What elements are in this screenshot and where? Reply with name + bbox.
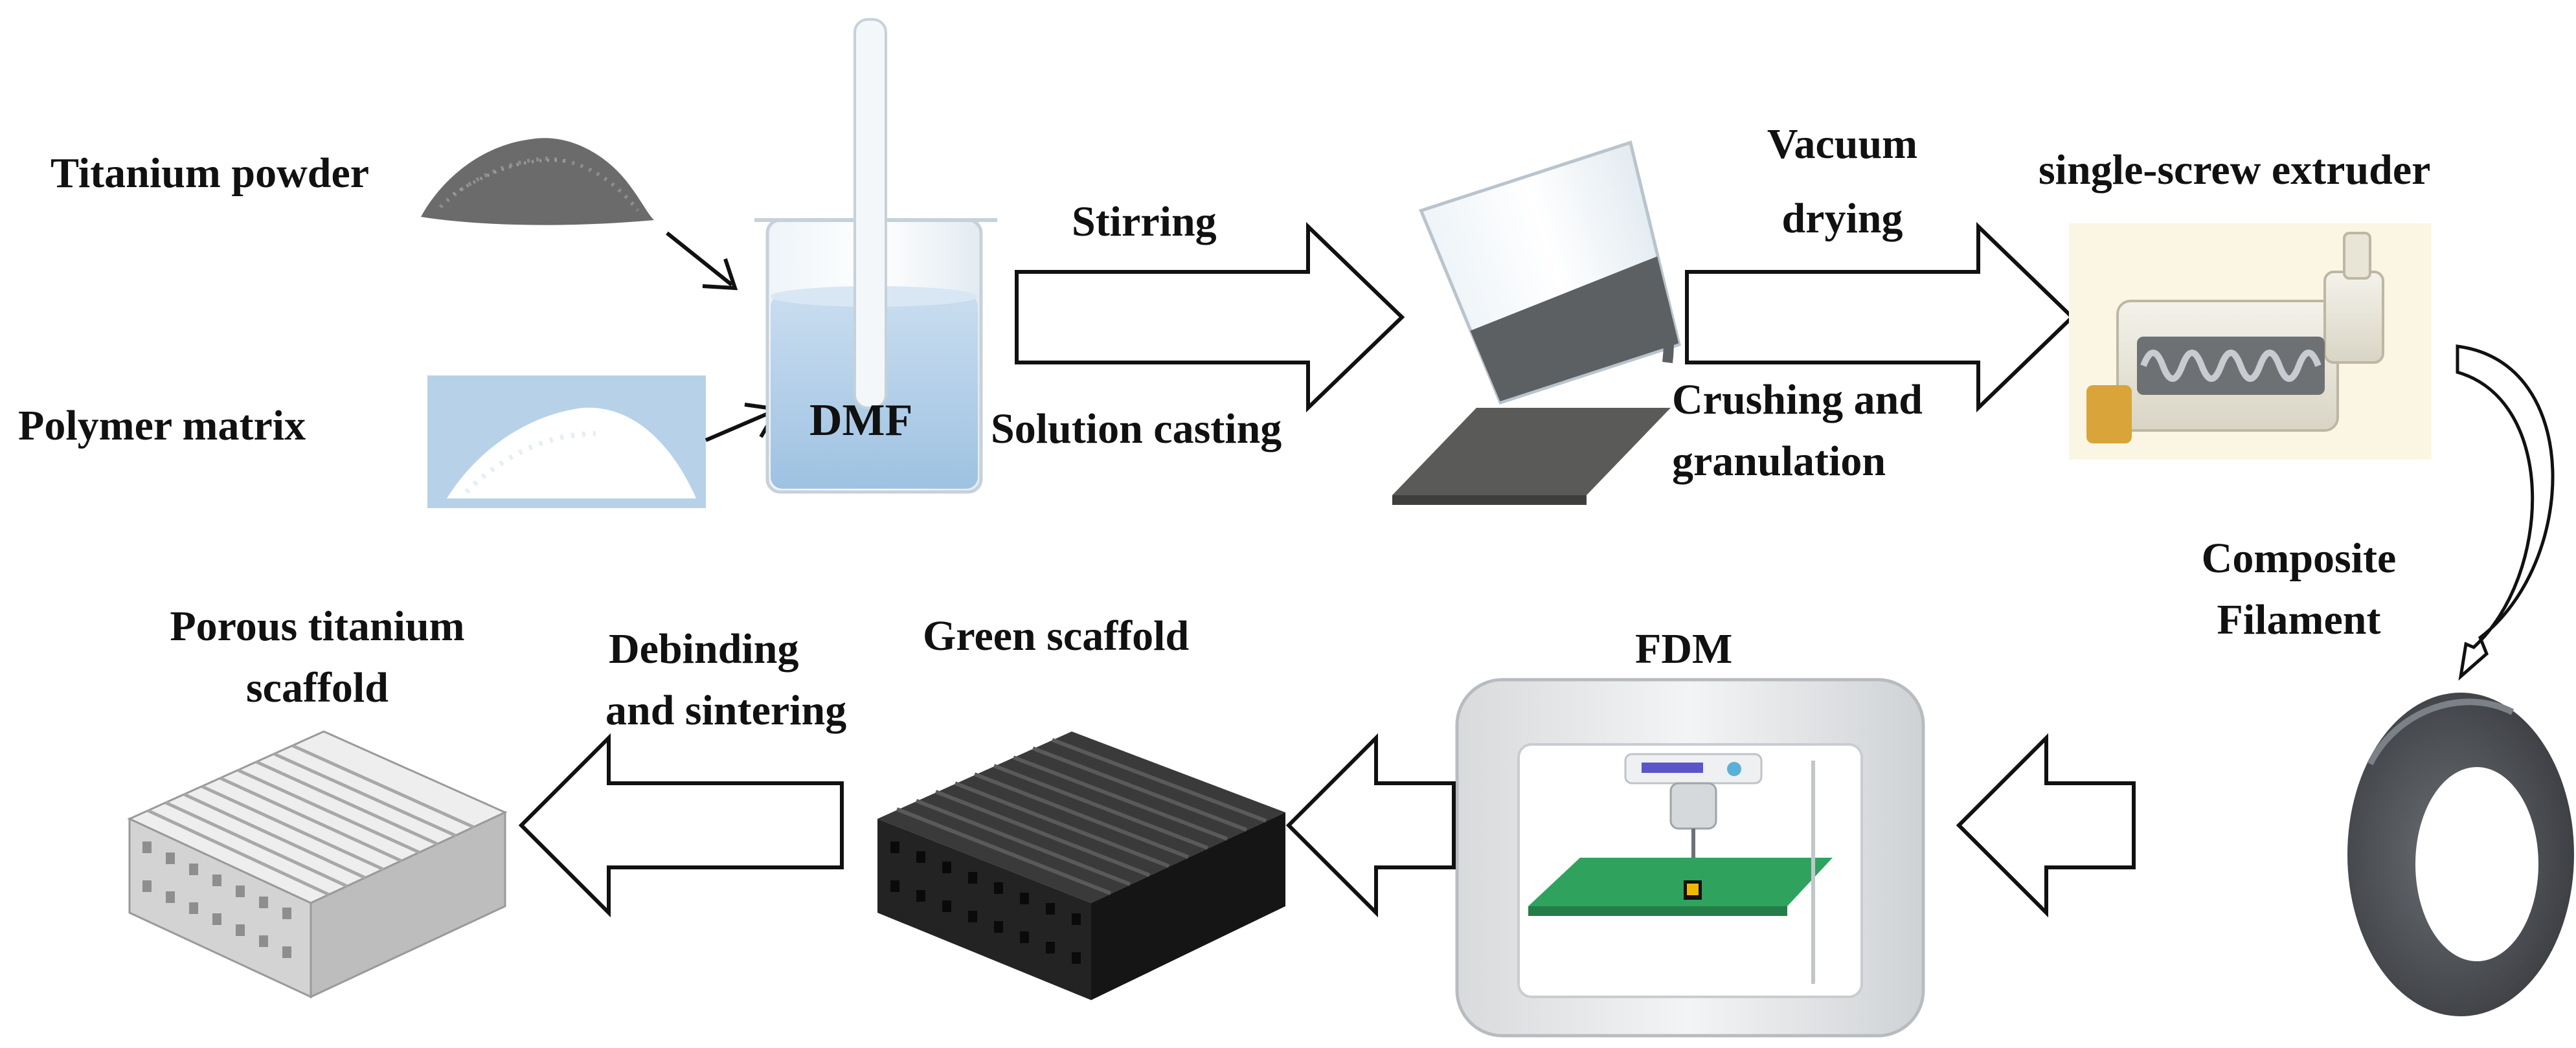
label-granulation: granulation — [1672, 438, 1886, 485]
arrow-vacuum-drying — [1685, 221, 2075, 413]
label-stirring: Stirring — [1072, 198, 1217, 245]
extruder-icon — [2069, 223, 2432, 460]
label-filament: Filament — [2217, 596, 2381, 643]
green-scaffold-icon — [877, 731, 1285, 1000]
arrow-debinding — [518, 733, 844, 918]
label-dmf: DMF — [809, 396, 913, 445]
arrow-filament-to-printer — [1956, 733, 2136, 918]
arrow-extruder-to-filament — [2456, 344, 2555, 681]
film-plate-icon — [1392, 408, 1671, 505]
label-porous-titanium: Porous titanium — [170, 603, 465, 650]
label-drying: drying — [1781, 195, 1903, 242]
arrow-stirring — [1015, 221, 1405, 413]
polymer-pile-icon — [427, 375, 706, 508]
pouring-beaker-icon — [1419, 140, 1681, 405]
label-extruder: single-screw extruder — [2039, 146, 2431, 194]
label-scaffold: scaffold — [246, 664, 389, 711]
porous-scaffold-icon — [127, 730, 508, 999]
arrow-powder-to-beaker — [666, 231, 738, 291]
beaker-icon — [754, 18, 997, 494]
arrow-printer-to-green — [1285, 733, 1456, 918]
powder-pile-icon — [421, 138, 654, 225]
label-composite: Composite — [2201, 535, 2397, 582]
label-crushing: Crushing and — [1672, 376, 1923, 423]
label-vacuum: Vacuum — [1767, 120, 1918, 168]
label-green-scaffold: Green scaffold — [923, 612, 1190, 660]
filament-spool-icon — [2347, 693, 2574, 1016]
label-fdm: FDM — [1635, 625, 1733, 673]
label-sintering: and sintering — [605, 687, 847, 734]
label-debinding: Debinding — [609, 625, 799, 673]
label-titanium-powder: Titanium powder — [51, 150, 370, 197]
3d-printer-icon — [1455, 678, 1925, 1038]
label-polymer-matrix: Polymer matrix — [18, 402, 306, 449]
label-solution-casting: Solution casting — [991, 405, 1282, 452]
